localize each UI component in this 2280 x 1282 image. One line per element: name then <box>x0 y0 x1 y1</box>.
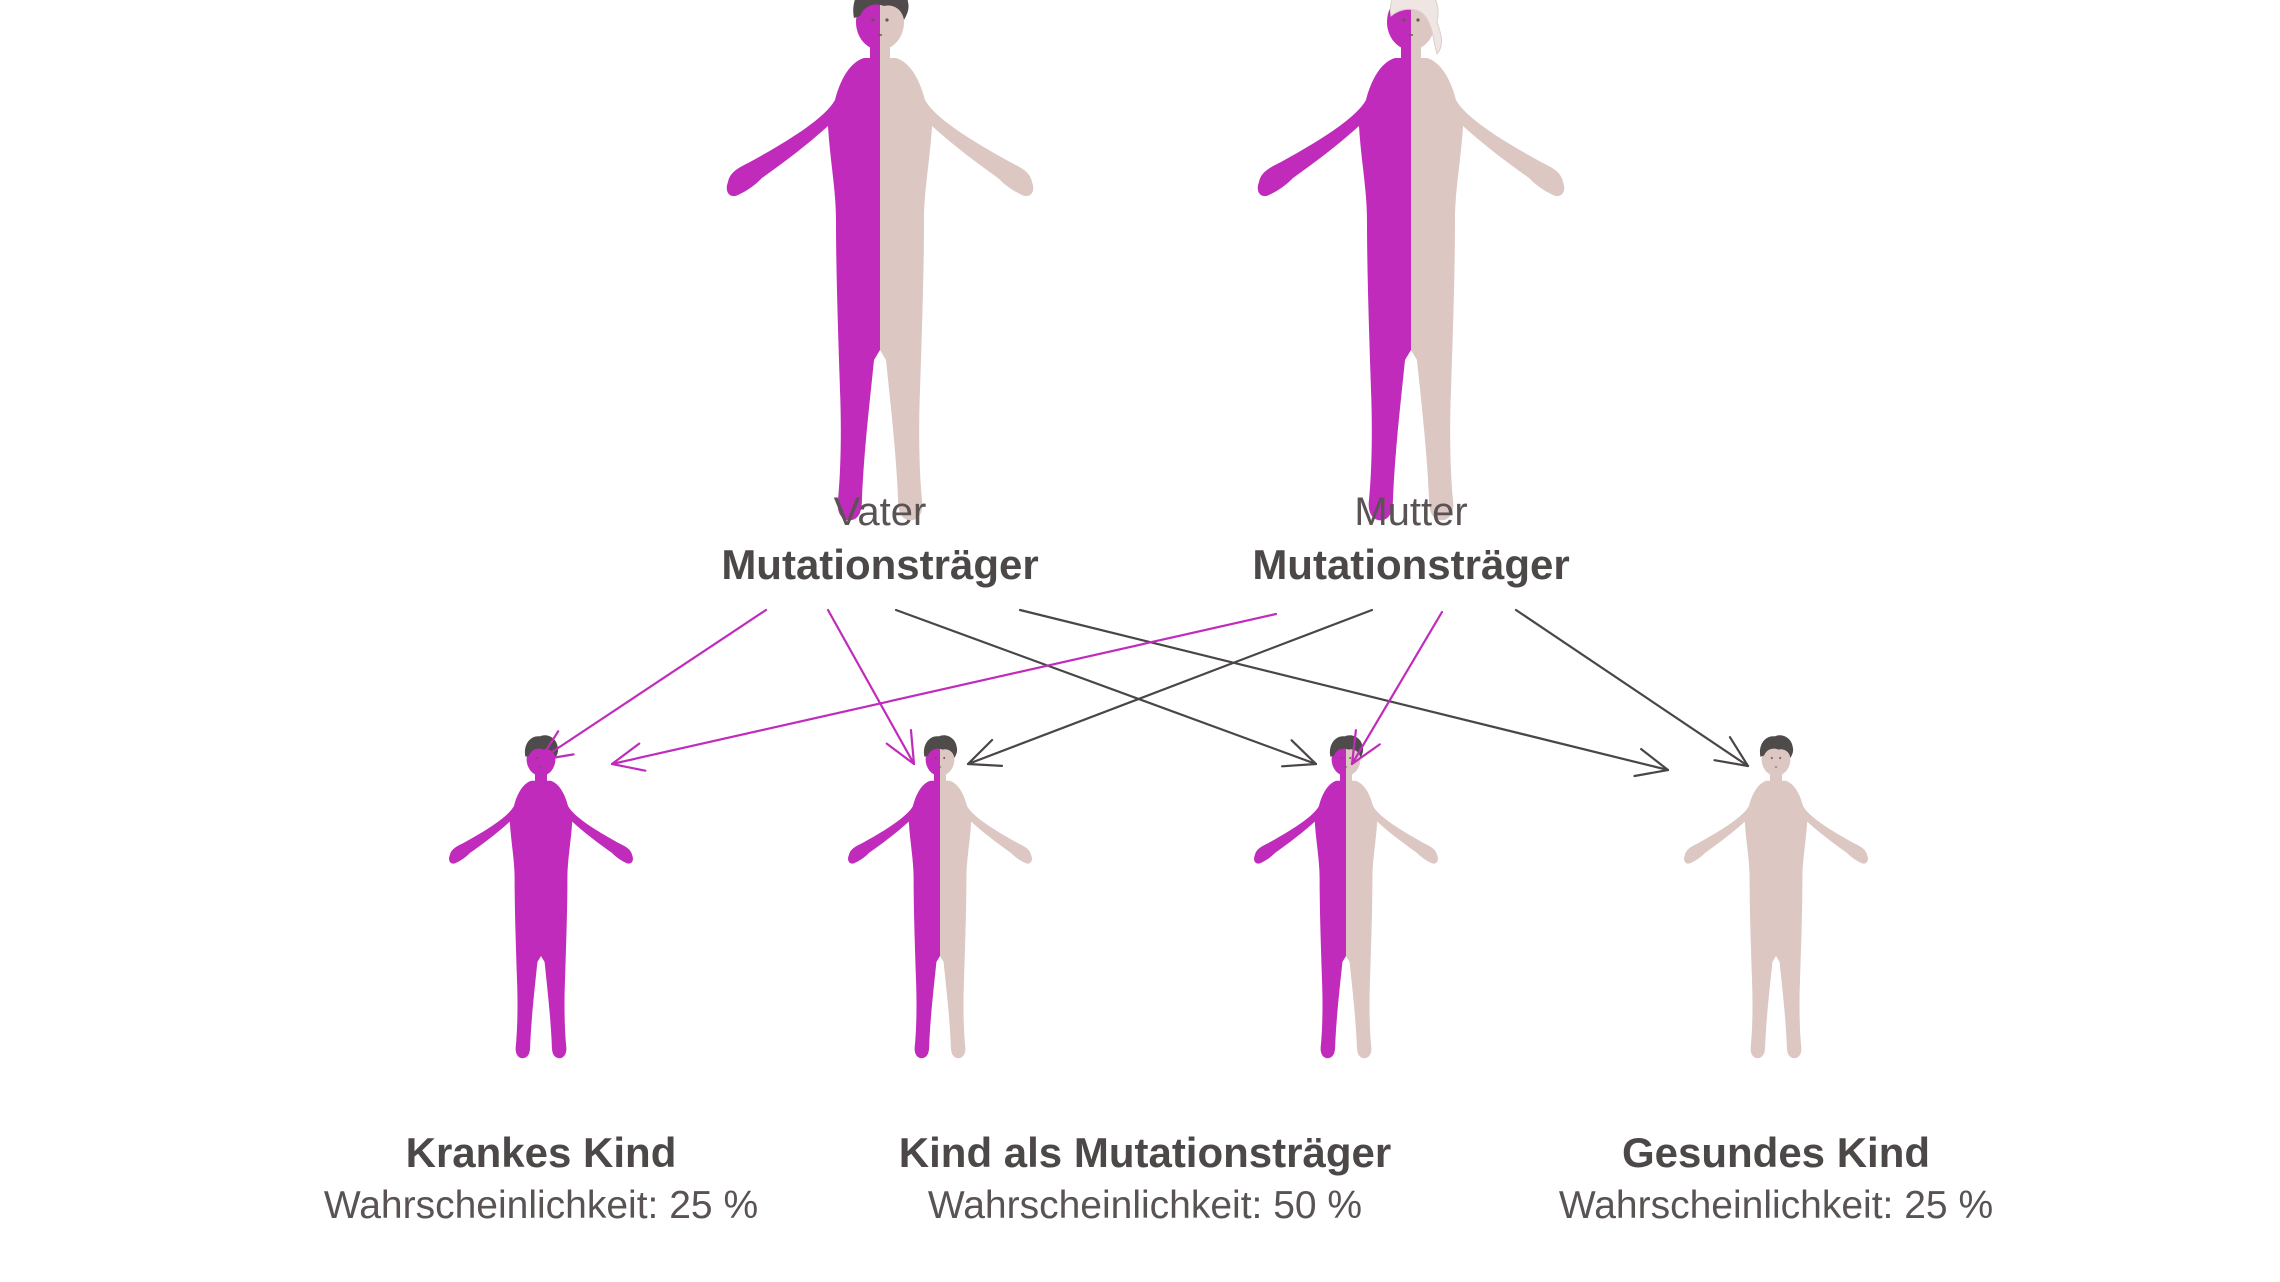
body-right-half <box>1258 58 1565 520</box>
body-right-half <box>1684 781 1868 1058</box>
eye-left <box>935 757 937 759</box>
prob-label: Wahrscheinlichkeit: <box>324 1184 659 1227</box>
body-right-half <box>727 58 1034 520</box>
child-prob-healthy: Wahrscheinlichkeit: 25 % <box>1559 1180 1993 1232</box>
eye-right <box>1416 18 1419 21</box>
eye-right <box>1349 757 1351 759</box>
body-right-half <box>1254 781 1438 1058</box>
eye-right <box>1779 757 1781 759</box>
eye-left <box>1341 757 1343 759</box>
child-prob-sick: Wahrscheinlichkeit: 25 % <box>324 1180 758 1232</box>
prob-value: 25 % <box>669 1184 758 1227</box>
arrow-mother-to-healthy <box>1516 610 1748 766</box>
child-prob-carrier: Wahrscheinlichkeit: 50 % <box>899 1180 1391 1232</box>
eye-left <box>1771 757 1773 759</box>
child-figure-carrier-2 <box>1254 735 1438 1058</box>
child-title-sick: Krankes Kind <box>324 1126 758 1180</box>
prob-label: Wahrscheinlichkeit: <box>1559 1184 1894 1227</box>
father-status: Mutationsträger <box>721 538 1038 592</box>
child-title-healthy: Gesundes Kind <box>1559 1126 1993 1180</box>
father-label: Vater Mutationsträger <box>721 486 1038 592</box>
body-right-half <box>848 781 1032 1058</box>
prob-value: 50 % <box>1273 1184 1362 1227</box>
child-label-healthy: Gesundes Kind Wahrscheinlichkeit: 25 % <box>1559 1126 1993 1232</box>
child-label-carrier: Kind als Mutationsträger Wahrscheinlichk… <box>899 1126 1391 1232</box>
eye-left <box>536 757 538 759</box>
child-figure-sick <box>449 735 633 1058</box>
mother-status: Mutationsträger <box>1252 538 1569 592</box>
mother-role: Mutter <box>1252 486 1569 538</box>
child-title-carrier: Kind als Mutationsträger <box>899 1126 1391 1180</box>
eye-left <box>1402 18 1405 21</box>
prob-value: 25 % <box>1904 1184 1993 1227</box>
eye-right <box>885 18 888 21</box>
father-role: Vater <box>721 486 1038 538</box>
arrow-father-to-carrier-1 <box>828 610 914 764</box>
arrow-mother-to-carrier-2 <box>1352 612 1442 764</box>
prob-label: Wahrscheinlichkeit: <box>928 1184 1263 1227</box>
mother-figure <box>1258 0 1565 520</box>
child-figure-healthy <box>1684 735 1868 1058</box>
child-label-sick: Krankes Kind Wahrscheinlichkeit: 25 % <box>324 1126 758 1232</box>
body-right-half <box>449 781 633 1058</box>
arrow-mother-to-carrier-1 <box>968 610 1372 766</box>
mother-label: Mutter Mutationsträger <box>1252 486 1569 592</box>
father-figure <box>727 0 1034 520</box>
eye-left <box>871 18 874 21</box>
eye-right <box>943 757 945 759</box>
arrow-father-to-carrier-2 <box>896 610 1316 766</box>
child-figure-carrier-1 <box>848 735 1032 1058</box>
